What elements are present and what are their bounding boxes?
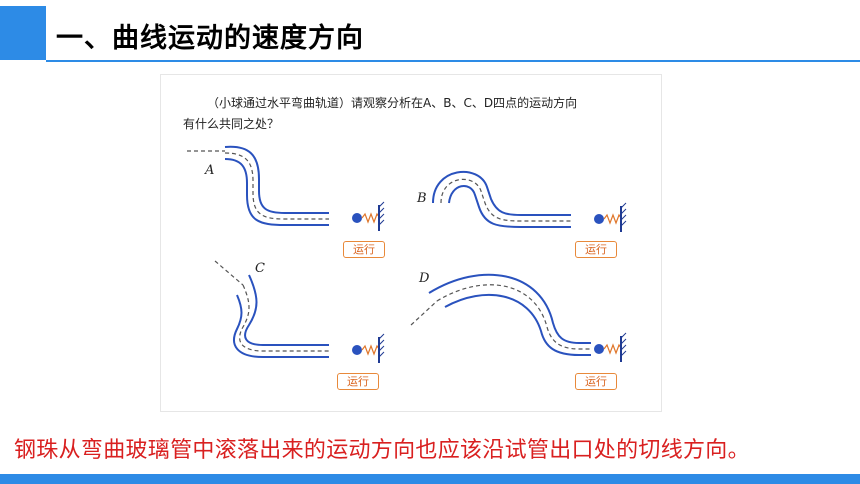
- track-c-outer-tube: [244, 274, 329, 346]
- track-c-path: [239, 284, 329, 352]
- track-d-escape-line: [410, 300, 438, 326]
- track-c-spring: [361, 344, 381, 356]
- track-d: [410, 273, 627, 362]
- track-diagram: [187, 145, 627, 363]
- run-button-d[interactable]: 运行: [575, 373, 617, 390]
- track-d-spring: [603, 343, 623, 355]
- track-d-outer-tube: [428, 273, 591, 344]
- run-button-a[interactable]: 运行: [343, 241, 385, 258]
- title-accent-block: [0, 6, 46, 60]
- label-point-a: A: [205, 163, 215, 178]
- track-b-path: [440, 178, 571, 222]
- track-d-inner-tube: [444, 294, 591, 356]
- run-button-b[interactable]: 运行: [575, 241, 617, 258]
- run-button-c[interactable]: 运行: [337, 373, 379, 390]
- title-underline: [46, 60, 860, 62]
- track-b-spring: [603, 213, 623, 225]
- track-b-inner-tube: [448, 185, 571, 228]
- title-bar: 一、曲线运动的速度方向: [0, 0, 860, 62]
- label-point-d: D: [419, 271, 430, 286]
- conclusion-text: 钢珠从弯曲玻璃管中滚落出来的运动方向也应该沿试管出口处的切线方向。: [14, 438, 750, 463]
- track-c: [214, 260, 385, 363]
- track-d-path: [436, 284, 591, 350]
- track-a: [187, 145, 385, 231]
- label-point-b: B: [417, 191, 427, 206]
- figure-question: （小球通过水平弯曲轨道）请观察分析在A、B、C、D四点的运动方向 有什么共同之处…: [183, 93, 647, 135]
- track-b-outer-tube: [432, 171, 571, 216]
- track-a-spring: [361, 212, 381, 224]
- track-d-ball: [594, 344, 604, 354]
- label-point-c: C: [255, 261, 265, 276]
- track-b: [432, 171, 627, 232]
- track-c-inner-tube: [233, 294, 329, 358]
- track-c-ball: [352, 345, 362, 355]
- track-a-ball: [352, 213, 362, 223]
- question-line-2: 有什么共同之处？: [183, 117, 280, 131]
- track-a-outer-tube: [224, 145, 329, 214]
- track-a-inner-tube: [224, 158, 329, 226]
- page-title: 一、曲线运动的速度方向: [56, 23, 364, 54]
- question-line-1: （小球通过水平弯曲轨道）请观察分析在A、B、C、D四点的运动方向: [207, 96, 578, 110]
- track-b-ball: [594, 214, 604, 224]
- bottom-accent-bar: [0, 474, 860, 484]
- track-a-path: [224, 152, 329, 220]
- track-figure: （小球通过水平弯曲轨道）请观察分析在A、B、C、D四点的运动方向 有什么共同之处…: [160, 74, 662, 412]
- track-c-escape-line: [214, 260, 244, 286]
